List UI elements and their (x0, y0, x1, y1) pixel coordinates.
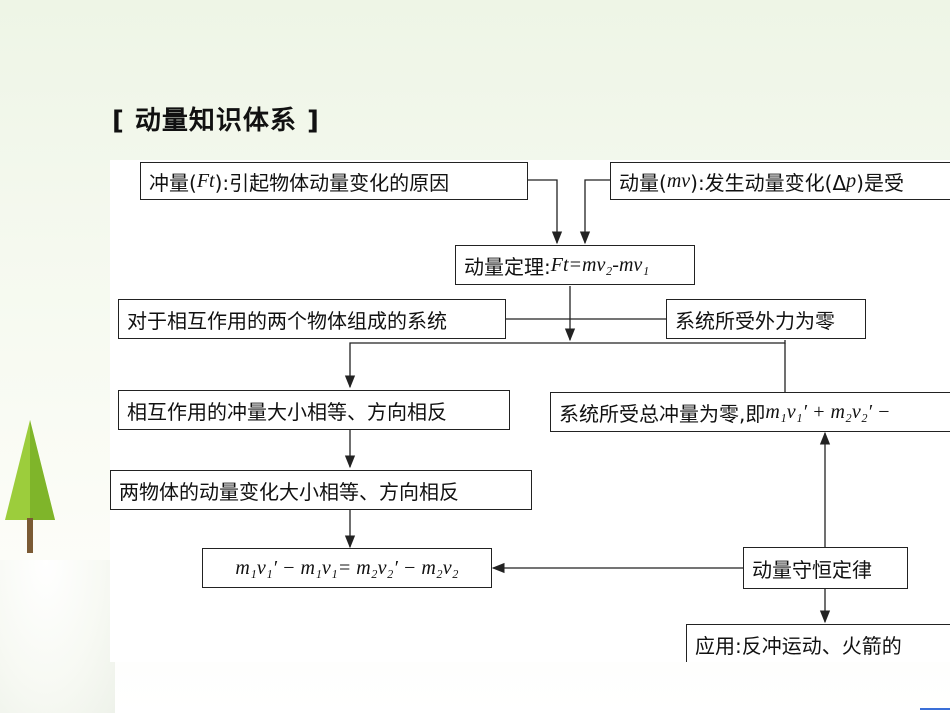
equation-expression: m₁v₁′ − m₁v₁= m₂v₂′ − m₂v₂ (235, 556, 459, 579)
total-impulse-expression: m₁v₁′ + m₂v₂′ − (765, 400, 891, 423)
total-impulse-label: 系统所受总冲量为零,即 (559, 401, 766, 426)
equal-change-box: 两物体的动量变化大小相等、方向相反 (110, 470, 532, 510)
conservation-label: 动量守恒定律 (752, 557, 872, 582)
page-title: [ 动量知识体系 ] (112, 106, 320, 136)
theorem-expression: Ft=mv₂-mv₁ (550, 253, 650, 276)
momentum-label-post: ):发生动量变化(Δ (690, 170, 847, 195)
total-impulse-box: 系统所受总冲量为零,即 m₁v₁′ + m₂v₂′ − (550, 392, 950, 432)
equal-impulse-label: 相互作用的冲量大小相等、方向相反 (127, 399, 447, 424)
tree-decoration (5, 420, 55, 553)
application-label: 应用:反冲运动、火箭的 (695, 633, 902, 658)
impulse-label-pre: 冲量( (149, 170, 197, 195)
external-force-label: 系统所受外力为零 (675, 308, 835, 333)
momentum-label-pre: 动量( (619, 170, 667, 195)
equal-impulse-box: 相互作用的冲量大小相等、方向相反 (118, 390, 510, 430)
equation-box: m₁v₁′ − m₁v₁= m₂v₂′ − m₂v₂ (202, 548, 492, 588)
momentum-label-end: )是受 (856, 170, 904, 195)
snow-ground (0, 560, 115, 713)
connector-lines (344, 179, 831, 624)
external-force-box: 系统所受外力为零 (666, 299, 866, 339)
application-box: 应用:反冲运动、火箭的 (686, 624, 950, 662)
conservation-box: 动量守恒定律 (743, 547, 908, 589)
momentum-variable: mv (666, 169, 691, 192)
impulse-variable: Ft (196, 169, 215, 192)
system-box: 对于相互作用的两个物体组成的系统 (118, 299, 506, 339)
impulse-label-post: ):引起物体动量变化的原因 (214, 170, 450, 195)
theorem-box: 动量定理:Ft=mv₂-mv₁ (455, 245, 695, 285)
system-label: 对于相互作用的两个物体组成的系统 (127, 308, 447, 333)
theorem-label: 动量定理: (464, 254, 551, 279)
equal-change-label: 两物体的动量变化大小相等、方向相反 (119, 479, 459, 504)
slide-underline (920, 708, 950, 710)
impulse-box: 冲量(Ft):引起物体动量变化的原因 (140, 162, 528, 200)
momentum-delta-variable: p (846, 169, 857, 192)
